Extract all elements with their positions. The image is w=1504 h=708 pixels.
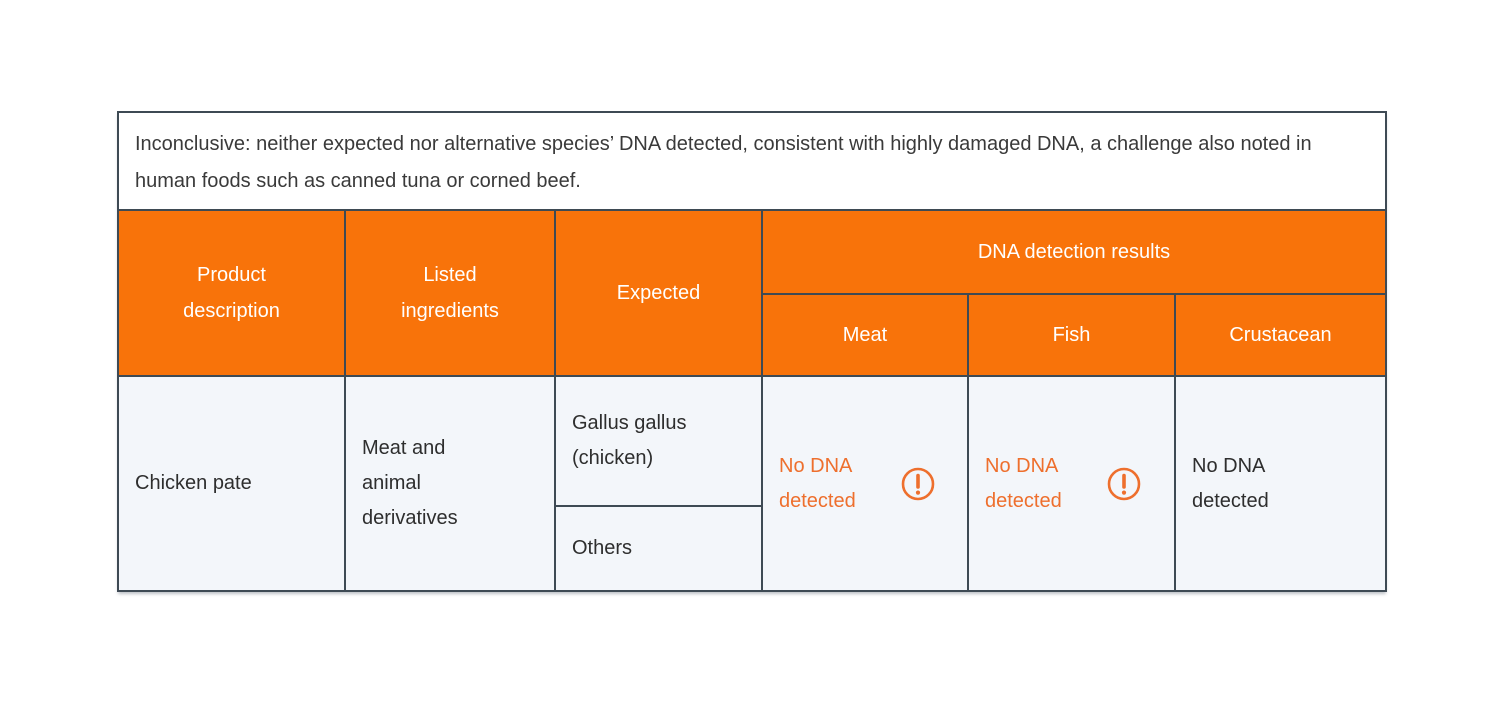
expected-species-subcell: Gallus gallus (chicken) (556, 377, 761, 507)
inconclusive-note: Inconclusive: neither expected nor alter… (119, 113, 1385, 209)
expected-species-text: Gallus gallus (chicken) (572, 412, 687, 469)
header-meat-label: Meat (842, 324, 888, 346)
header-crustacean-label: Crustacean (1229, 324, 1332, 346)
header-expected: Expected (556, 211, 761, 375)
cell-product-description: Chicken pate (119, 377, 344, 590)
cell-listed-ingredients: Meat and animal derivatives (346, 377, 554, 590)
warning-icon (1106, 466, 1142, 502)
header-listed-ingredients-label: Listed ingredients (401, 264, 499, 322)
header-dna-detection-results: DNA detection results (763, 211, 1385, 293)
header-fish: Fish (969, 295, 1174, 375)
dna-results-table: Inconclusive: neither expected nor alter… (117, 111, 1387, 592)
cell-result-meat: No DNA detected (763, 377, 967, 590)
product-name: Chicken pate (135, 472, 252, 494)
cell-expected: Gallus gallus (chicken) Others (556, 377, 761, 590)
header-meat: Meat (763, 295, 967, 375)
cell-result-fish: No DNA detected (969, 377, 1174, 590)
header-product-description: Product description (119, 211, 344, 375)
header-listed-ingredients: Listed ingredients (346, 211, 554, 375)
header-expected-label: Expected (616, 282, 701, 304)
fish-result-text: No DNA detected (985, 454, 1062, 512)
header-dna-detection-results-label: DNA detection results (977, 241, 1171, 263)
crustacean-result-text: No DNA detected (1192, 454, 1269, 512)
header-crustacean: Crustacean (1176, 295, 1385, 375)
ingredients-text: Meat and animal derivatives (362, 437, 458, 529)
expected-others-subcell: Others (556, 507, 761, 590)
cell-result-crustacean: No DNA detected (1176, 377, 1385, 590)
warning-icon (900, 466, 936, 502)
header-fish-label: Fish (1052, 324, 1091, 346)
expected-others-text: Others (572, 537, 633, 559)
meat-result-text: No DNA detected (779, 454, 856, 512)
header-product-description-label: Product description (183, 264, 280, 322)
